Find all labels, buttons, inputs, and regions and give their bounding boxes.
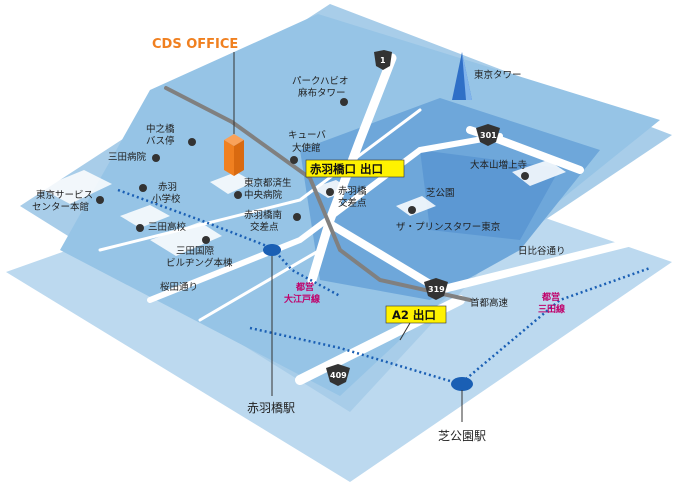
- poi-dot: [152, 154, 160, 162]
- label-cuba-1: キューバ: [288, 130, 326, 141]
- poi-dot: [290, 156, 298, 164]
- a2-exit: A2 出口: [385, 305, 447, 324]
- label-cuba-2: 大使館: [292, 142, 321, 154]
- label-nakanohashi-1: 中之橋: [146, 123, 175, 135]
- poi-dot: [521, 172, 529, 180]
- label-mita-intl-2: ビルヂング本棟: [166, 257, 233, 269]
- label-mita-hospital: 三田病院: [108, 151, 147, 163]
- label-daihonzan: 大本山増上寺: [470, 159, 528, 171]
- label-akabanebashi-s-2: 交差点: [250, 221, 279, 233]
- svg-text:1: 1: [380, 56, 386, 65]
- poi-dot: [234, 191, 242, 199]
- label-prince-tower: ザ・プリンスタワー東京: [396, 221, 500, 233]
- label-akabane-school-1: 赤羽: [158, 182, 177, 193]
- building: [40, 170, 112, 204]
- road: [98, 108, 422, 252]
- route-shield-409: 409: [326, 364, 350, 386]
- akabanebashi-exit: 赤羽橋口 出口: [305, 159, 405, 178]
- office-building-icon: [224, 134, 244, 176]
- akabanebashi-station-marker: [263, 244, 281, 256]
- label-tokyo-tower: 東京タワー: [474, 69, 522, 81]
- poi-dot: [293, 213, 301, 221]
- exit-leader: [399, 322, 411, 341]
- svg-text:301: 301: [480, 131, 497, 140]
- label-mita-1: 都営: [541, 291, 560, 303]
- poi-dot: [408, 206, 416, 214]
- label-service-center-1: 東京サービス: [36, 189, 93, 201]
- label-service-center-2: センター本館: [32, 201, 89, 213]
- poi-dot: [96, 196, 104, 204]
- building: [120, 205, 170, 228]
- svg-text:赤羽橋口 出口: 赤羽橋口 出口: [310, 162, 383, 176]
- label-park-habio-1: パークハビオ: [292, 76, 349, 87]
- station-shibakoen: 芝公園駅: [438, 428, 486, 443]
- route-shield-319: 319: [424, 278, 448, 300]
- building: [210, 172, 254, 194]
- label-akabane-school-2: 小学校: [152, 193, 181, 205]
- label-oedo-2: 大江戸線: [284, 293, 320, 305]
- label-akabanebashi-s-1: 赤羽橋南: [244, 209, 282, 221]
- road: [198, 248, 322, 322]
- office-title: CDS OFFICE: [152, 37, 238, 52]
- poi-dot: [188, 138, 196, 146]
- poi-dot: [340, 98, 348, 106]
- label-mita-intl-1: 三田国際: [176, 245, 215, 257]
- label-shibakoen: 芝公園: [426, 187, 455, 199]
- label-sakurada-dori: 桜田通り: [160, 281, 198, 293]
- label-nakanohashi-2: バス停: [146, 135, 175, 147]
- label-saiseikai-2: 中央病院: [244, 189, 283, 201]
- label-oedo-1: 都営: [295, 281, 314, 293]
- label-akabanebashi-x-2: 交差点: [338, 197, 367, 209]
- svg-text:409: 409: [330, 371, 347, 380]
- tokyo-tower-icon: [452, 52, 472, 100]
- svg-text:A2 出口: A2 出口: [392, 308, 436, 322]
- route-shield-301: 301: [476, 124, 500, 146]
- route-shield-1: 1: [374, 50, 392, 70]
- shibakoen-station-marker: [451, 377, 473, 391]
- road: [147, 133, 503, 303]
- building: [396, 196, 436, 216]
- poi-dot: [202, 236, 210, 244]
- label-shuto: 首都高速: [470, 297, 509, 309]
- label-akabanebashi-x-1: 赤羽橋: [338, 185, 367, 197]
- label-hibiya-dori: 日比谷通り: [518, 245, 566, 257]
- mita-line: [249, 266, 651, 386]
- poi-dot: [326, 188, 334, 196]
- label-park-habio-2: 麻布タワー: [298, 87, 346, 99]
- poi-dots: [96, 98, 529, 244]
- label-mita-2: 三田線: [538, 303, 565, 315]
- svg-text:319: 319: [428, 285, 445, 294]
- poi-dot: [136, 224, 144, 232]
- building: [150, 222, 222, 256]
- station-akabanebashi: 赤羽橋駅: [247, 401, 295, 415]
- shuto-expressway: [164, 86, 472, 302]
- label-mita-high: 三田高校: [148, 221, 187, 233]
- poi-dot: [139, 184, 147, 192]
- label-saiseikai-1: 東京都済生: [244, 177, 292, 189]
